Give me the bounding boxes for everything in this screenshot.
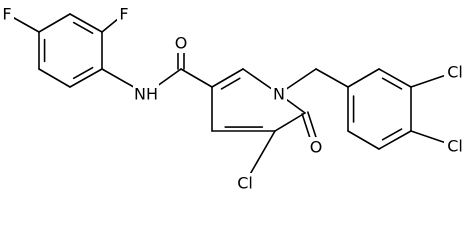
atom-carbonyl-o: O	[173, 33, 189, 53]
atom-ring-cl-label: Cl	[237, 174, 253, 193]
atom-amide-nh-label: NH	[134, 85, 158, 104]
bond-layer	[6, 13, 456, 184]
atom-benzyl-cl-upper: Cl	[444, 62, 466, 82]
bond-ring1-2	[38, 68, 71, 88]
bond-ring1-3	[69, 68, 103, 88]
bond-ring2-inner-1	[220, 77, 241, 90]
atom-amide-nh: NH	[133, 84, 159, 104]
bond-ring3-2	[378, 68, 412, 88]
atom-benzyl-cl-lower: Cl	[444, 136, 466, 156]
atom-f-ortho: F	[117, 4, 131, 24]
bond-ring3-inner-1	[381, 77, 403, 90]
atom-label-layer: F F NH O N O Cl Cl	[0, 4, 466, 193]
atom-benzyl-cl-upper-label: Cl	[447, 63, 463, 82]
bond-ring3-1	[347, 68, 380, 88]
bond-ring2-1	[211, 68, 244, 88]
atom-ring-oxo-label: O	[310, 138, 323, 157]
bond-ring1-5	[69, 13, 103, 33]
atom-ring-n-label: N	[273, 85, 285, 104]
bond-ring1-inner-2	[72, 66, 94, 80]
bond-ring3-inner-2	[381, 128, 403, 141]
atom-ring-cl: Cl	[234, 173, 256, 193]
bond-ring3-5	[347, 130, 380, 150]
atom-f-top: F	[0, 4, 14, 24]
bond-ring1-inner-3	[72, 21, 94, 34]
atom-carbonyl-o-label: O	[175, 34, 188, 53]
bond-ch2-benzyl	[315, 68, 349, 88]
atom-benzyl-cl-lower-label: Cl	[447, 137, 463, 156]
atom-ring-n: N	[271, 84, 287, 104]
atom-ring-oxo: O	[308, 137, 324, 157]
atom-f-ortho-label: F	[119, 5, 128, 24]
bond-ring2-4	[274, 112, 306, 132]
bond-ring1-6	[38, 13, 71, 33]
atom-f-top-label: F	[2, 5, 11, 24]
bond-carbonyl-ring	[180, 68, 213, 88]
bond-ring3-4	[378, 130, 412, 150]
molecule-structure-diagram: F F NH O N O Cl Cl	[0, 4, 466, 193]
